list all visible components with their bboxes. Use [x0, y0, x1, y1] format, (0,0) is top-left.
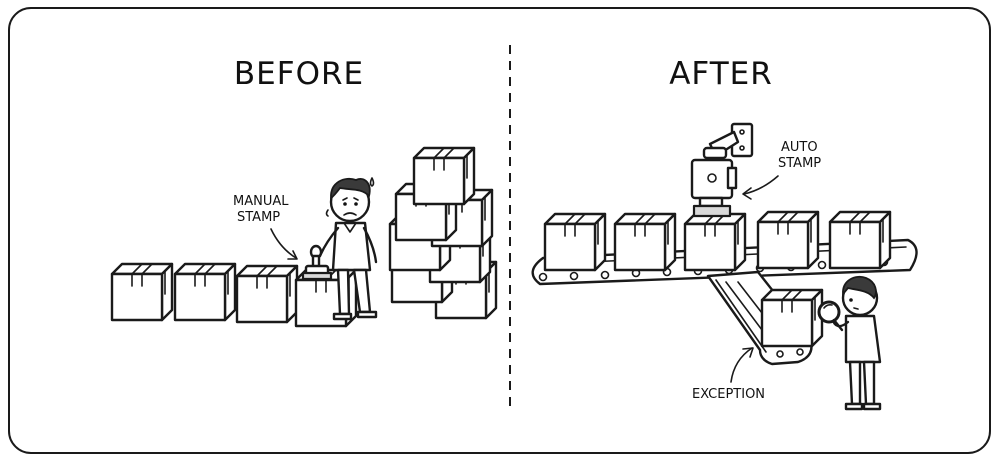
worried-worker-figure [318, 177, 378, 321]
after-heading: AFTER [669, 56, 773, 92]
box-after-4 [756, 210, 820, 270]
outer-frame [8, 7, 991, 454]
box-after-3-stamped [683, 212, 747, 272]
exception-label: EXCEPTION [692, 387, 765, 402]
box-after-2 [613, 212, 677, 272]
box-after-5 [828, 210, 892, 270]
before-heading: BEFORE [234, 56, 364, 92]
box-before-3 [235, 264, 299, 324]
manual-stamp-arrow-icon [270, 228, 298, 260]
hand-stamp-icon [301, 244, 333, 281]
manual-stamp-label-line2: STAMP [237, 210, 280, 225]
magnifying-glass-icon [817, 300, 844, 332]
box-before-2 [173, 262, 237, 322]
auto-stamp-label-line1: AUTO [781, 140, 818, 155]
exception-arrow-icon [730, 347, 754, 383]
robotic-stamp-arm-icon [690, 122, 754, 218]
auto-stamp-arrow-icon [742, 175, 779, 200]
box-exception [760, 288, 824, 348]
auto-stamp-label-line2: STAMP [778, 156, 821, 171]
box-after-1 [543, 212, 607, 272]
box-pile [388, 146, 498, 320]
manual-stamp-label-line1: MANUAL [233, 194, 289, 209]
box-before-1 [110, 262, 174, 322]
inspector-figure [830, 275, 882, 411]
